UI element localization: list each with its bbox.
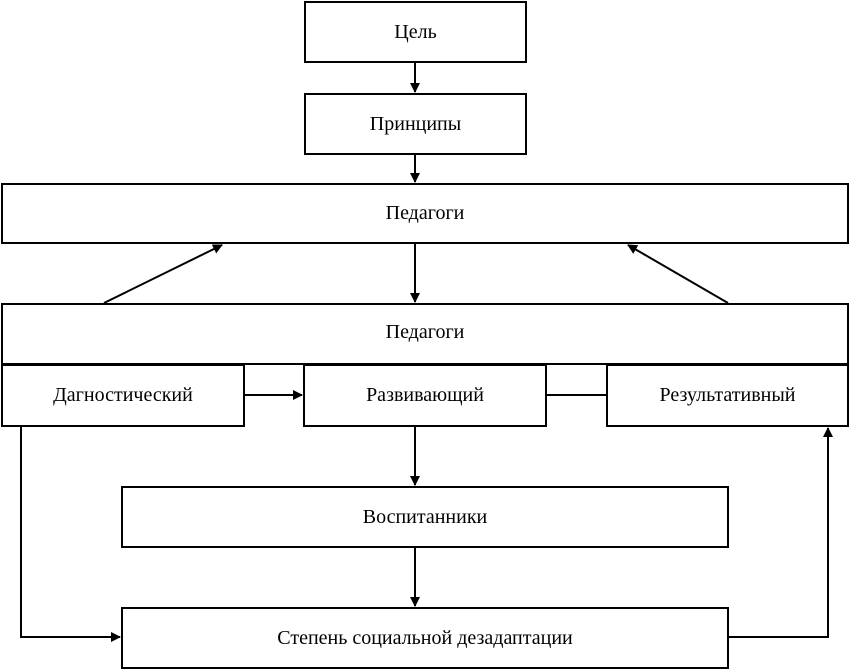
node-teachers-stages: Педагоги [1,303,849,365]
node-goal: Цель [304,1,527,63]
node-teachers-top: Педагоги [1,183,849,244]
edge-stages-teachers-left [103,244,223,304]
node-developing: Развивающий [303,364,547,427]
edge-diagnostic-maladaptation [20,426,121,642]
node-resultative: Результативный [606,364,849,427]
node-maladaptation: Степень социальной дезадаптации [121,607,729,669]
node-diagnostic: Дагностический [1,364,245,427]
edge-maladaptation-resultative [729,427,833,638]
node-principles: Принципы [304,93,527,155]
edge-stages-teachers-right [627,244,729,304]
node-pupils: Воспитанники [121,486,729,548]
